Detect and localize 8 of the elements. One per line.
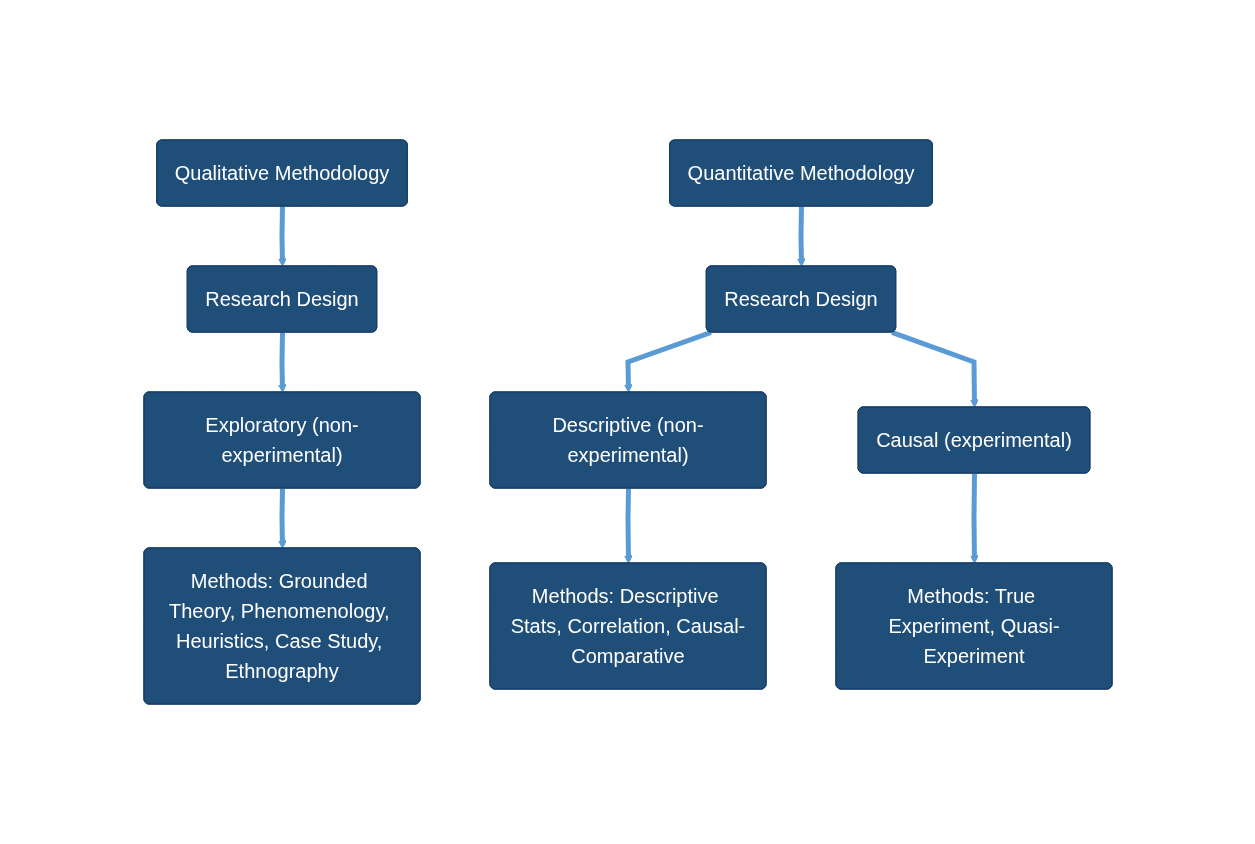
- arrow: [623, 330, 712, 393]
- arrow: [277, 206, 287, 267]
- arrow: [969, 473, 979, 564]
- arrow: [277, 488, 287, 549]
- arrow: [277, 332, 287, 393]
- arrow: [623, 488, 633, 564]
- arrow: [890, 330, 979, 408]
- arrow: [796, 206, 806, 267]
